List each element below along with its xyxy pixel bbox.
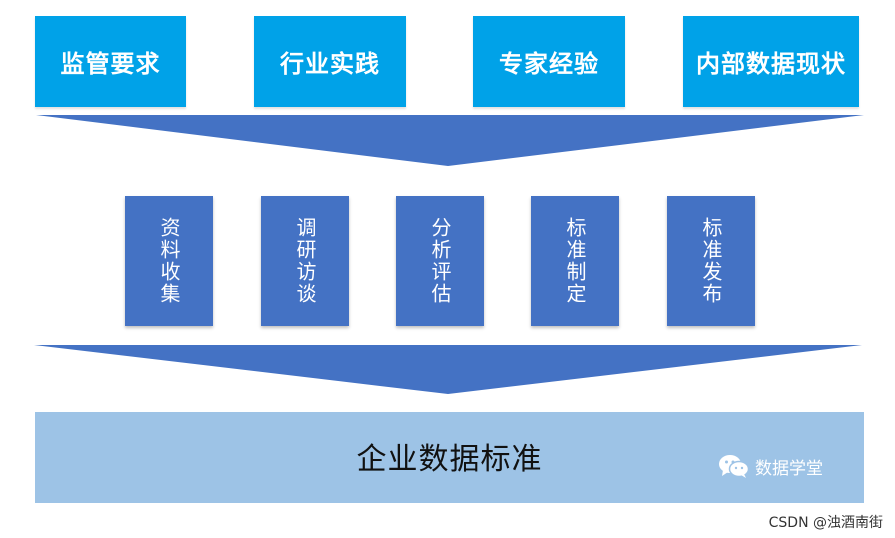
lower-funnel-arrow	[34, 345, 862, 394]
top-box-internal: 内部数据现状	[683, 16, 859, 107]
upper-funnel-arrow	[36, 115, 864, 166]
top-box-label: 行业实践	[280, 50, 380, 78]
top-box-label: 专家经验	[499, 50, 599, 78]
process-step-interview: 调研访谈	[261, 196, 349, 326]
bottom-title: 企业数据标准	[356, 441, 543, 477]
process-step-label: 分析评估	[428, 217, 452, 305]
process-step-label: 调研访谈	[293, 217, 317, 305]
top-box-regulatory: 监管要求	[35, 16, 186, 107]
process-step-label: 资料收集	[157, 217, 181, 305]
top-box-label: 内部数据现状	[696, 50, 846, 78]
wechat-label: 数据学堂	[755, 458, 823, 479]
top-box-industry: 行业实践	[254, 16, 406, 107]
process-step-define: 标准制定	[531, 196, 619, 326]
process-step-collect: 资料收集	[125, 196, 213, 326]
top-box-label: 监管要求	[60, 50, 161, 78]
process-step-publish: 标准发布	[667, 196, 755, 326]
wechat-badge: 数据学堂	[718, 453, 823, 479]
process-step-analyze: 分析评估	[396, 196, 484, 326]
process-step-label: 标准制定	[563, 217, 587, 305]
csdn-watermark: CSDN @浊酒南街	[768, 515, 883, 531]
process-step-label: 标准发布	[699, 217, 723, 305]
top-box-expert: 专家经验	[473, 16, 625, 107]
wechat-icon	[719, 455, 750, 478]
